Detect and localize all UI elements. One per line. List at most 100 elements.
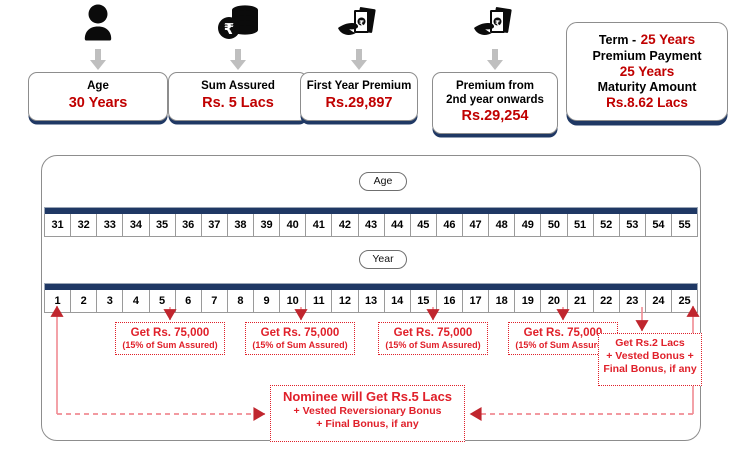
payout-amount: Get Rs. 75,000 — [130, 327, 210, 339]
age-cell: 34 — [123, 214, 150, 236]
feature-card-first-year-premium: ₹ First Year Premium Rs.29,897 — [300, 0, 418, 145]
fact-value: Rs. 5 Lacs — [202, 94, 274, 111]
age-cell: 36 — [175, 214, 202, 236]
year-cell: 16 — [436, 290, 463, 312]
payout-note: (15% of Sum Assured) — [385, 340, 481, 351]
year-cell: 10 — [280, 290, 307, 312]
fact-card: Premium from 2nd year onwards Rs.29,254 — [432, 72, 558, 135]
year-cell: 12 — [332, 290, 359, 312]
summary-maturity-label: Maturity Amount — [597, 80, 697, 95]
svg-text:₹: ₹ — [224, 20, 234, 38]
cash-hand-icon: ₹ — [300, 0, 418, 48]
nominee-line-1: Nominee will Get Rs.5 Lacs — [282, 389, 453, 404]
age-cell: 52 — [593, 214, 620, 236]
fact-label: Sum Assured — [201, 80, 275, 92]
payout-callout: Get Rs. 75,000 (15% of Sum Assured) — [378, 322, 488, 355]
age-cell: 31 — [45, 214, 72, 236]
svg-text:₹: ₹ — [359, 20, 364, 28]
fact-label: First Year Premium — [306, 80, 412, 92]
year-cell: 9 — [254, 290, 281, 312]
age-cell: 35 — [149, 214, 176, 236]
summary-term-label: Term - — [598, 33, 637, 47]
age-cell: 41 — [306, 214, 333, 236]
down-arrow-icon — [168, 48, 308, 72]
person-icon — [28, 0, 168, 48]
year-cell: 4 — [123, 290, 150, 312]
fact-card: First Year Premium Rs.29,897 — [300, 72, 418, 121]
feature-card-age: Age 30 Years — [28, 0, 168, 145]
summary-term-value: 25 Years — [640, 32, 696, 47]
payout-amount: Get Rs. 75,000 — [260, 327, 340, 339]
year-cell: 14 — [384, 290, 411, 312]
death-benefit-callout: Nominee will Get Rs.5 Lacs + Vested Reve… — [270, 385, 465, 442]
summary-premium-payment-label: Premium Payment — [592, 49, 702, 64]
year-cell: 19 — [515, 290, 542, 312]
age-scale-bar — [44, 207, 698, 214]
age-axis-label: Age — [359, 172, 407, 191]
fact-label: Age — [87, 80, 109, 92]
coin-stack-icon: ₹ — [168, 0, 308, 48]
age-cell: 47 — [463, 214, 490, 236]
age-cell: 40 — [280, 214, 307, 236]
fact-label-line2: 2nd year onwards — [446, 93, 544, 106]
policy-summary-card: Term - 25 Years Premium Payment 25 Years… — [566, 22, 728, 121]
year-cell: 24 — [645, 290, 672, 312]
year-cell: 2 — [71, 290, 98, 312]
year-cell: 23 — [619, 290, 646, 312]
payout-note: (15% of Sum Assured) — [515, 340, 611, 351]
fact-card: Age 30 Years — [28, 72, 168, 121]
down-arrow-icon — [28, 48, 168, 72]
age-cell: 55 — [672, 214, 698, 236]
age-cell: 49 — [515, 214, 542, 236]
top-summary-strip: Age 30 Years ₹ Sum As — [0, 0, 740, 145]
age-cell: 43 — [358, 214, 385, 236]
age-cell: 42 — [332, 214, 359, 236]
age-cell: 54 — [645, 214, 672, 236]
payout-amount: Get Rs. 75,000 — [523, 327, 603, 339]
summary-premium-payment-value: 25 Years — [619, 64, 675, 80]
maturity-line-1: Get Rs.2 Lacs — [615, 337, 685, 349]
year-cell: 3 — [97, 290, 124, 312]
year-cell: 18 — [489, 290, 516, 312]
year-cell: 25 — [672, 290, 698, 312]
year-cell: 11 — [306, 290, 333, 312]
age-cell: 51 — [567, 214, 594, 236]
age-cell: 50 — [541, 214, 568, 236]
fact-value: Rs.29,254 — [461, 108, 529, 125]
year-cell: 5 — [149, 290, 176, 312]
year-cell: 15 — [410, 290, 437, 312]
year-cell: 1 — [45, 290, 72, 312]
maturity-line-3: Final Bonus, if any — [603, 363, 697, 376]
maturity-line-2: + Vested Bonus + — [606, 350, 694, 363]
payout-note: (15% of Sum Assured) — [122, 340, 218, 351]
age-cell: 38 — [227, 214, 254, 236]
year-cell: 20 — [541, 290, 568, 312]
nominee-line-3: + Final Bonus, if any — [316, 418, 419, 431]
year-cell: 21 — [567, 290, 594, 312]
fact-value: 30 Years — [68, 94, 128, 111]
age-cell: 33 — [97, 214, 124, 236]
age-cell: 46 — [436, 214, 463, 236]
nominee-line-2: + Vested Reversionary Bonus — [293, 405, 442, 418]
year-cell: 8 — [227, 290, 254, 312]
age-cell: 53 — [619, 214, 646, 236]
age-cell: 37 — [201, 214, 228, 236]
fact-card: Sum Assured Rs. 5 Lacs — [168, 72, 308, 121]
year-cell: 6 — [175, 290, 202, 312]
year-cell: 13 — [358, 290, 385, 312]
age-cell: 32 — [71, 214, 98, 236]
fact-value: Rs.29,897 — [325, 94, 393, 111]
summary-term-row: Term - 25 Years — [572, 30, 722, 49]
age-cell: 45 — [410, 214, 437, 236]
age-cell: 44 — [384, 214, 411, 236]
down-arrow-icon — [300, 48, 418, 72]
year-cell: 7 — [201, 290, 228, 312]
payout-callout: Get Rs. 75,000 (15% of Sum Assured) — [245, 322, 355, 355]
payout-amount: Get Rs. 75,000 — [393, 327, 473, 339]
feature-card-renewal-premium: ₹ Premium from 2nd year onwards Rs.29,25… — [432, 0, 558, 145]
maturity-benefit-callout: Get Rs.2 Lacs + Vested Bonus + Final Bon… — [598, 333, 702, 386]
year-scale-bar — [44, 283, 698, 290]
